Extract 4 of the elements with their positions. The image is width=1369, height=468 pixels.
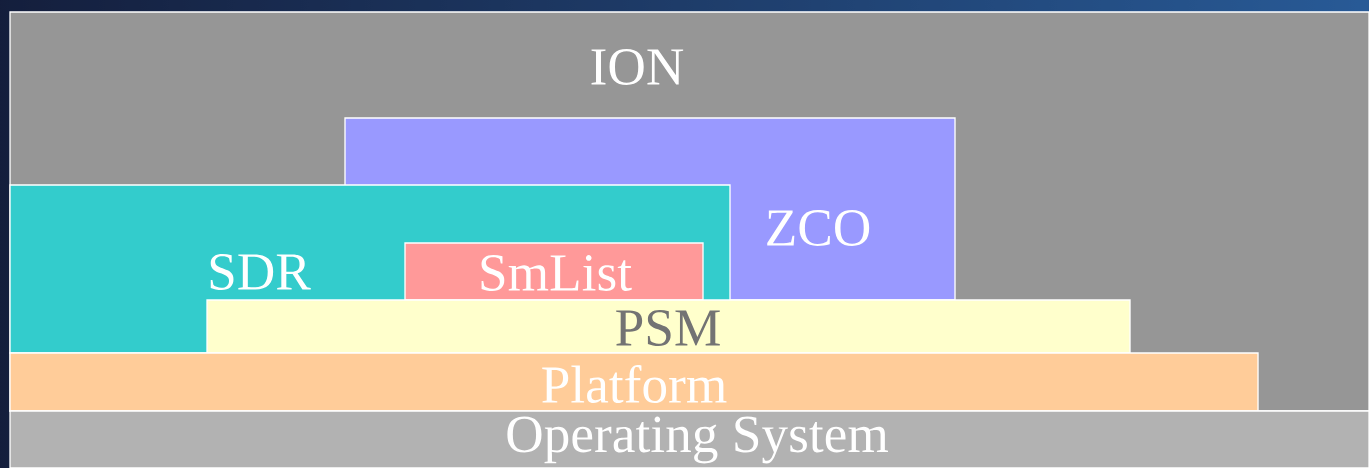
layer-box: SmList <box>404 242 704 301</box>
layer-box: Operating System <box>9 410 1369 468</box>
layer-box: Platform <box>9 352 1259 412</box>
layer-box: PSM <box>206 299 1131 354</box>
